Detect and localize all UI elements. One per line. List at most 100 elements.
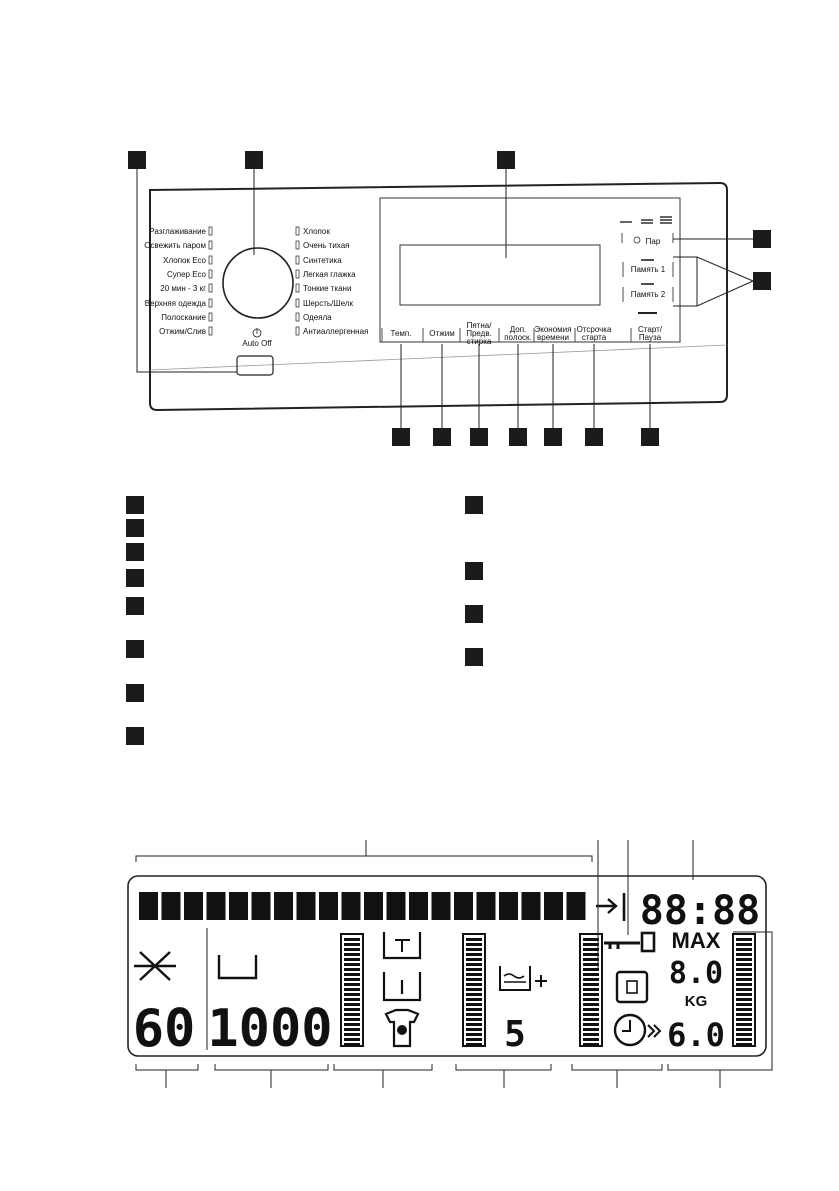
progress-segment [251,892,271,920]
program-label-left: 20 мин - 3 кг [160,284,206,293]
kg-label: KG [685,993,708,1010]
callout-box [544,428,562,446]
legend-box [126,684,144,702]
legend-box [465,648,483,666]
progress-segment [409,892,428,920]
program-led [295,326,300,336]
temperature-value: 60 [133,999,196,1059]
progress-segment [184,892,203,920]
program-knob[interactable] [222,247,294,319]
program-led [295,269,300,279]
prewash-icon [382,932,422,960]
callout-box-right-2 [753,272,771,290]
level-bars [340,933,756,1047]
memory2-button[interactable]: Память 2 [631,290,666,299]
program-label-right: Одеяла [303,313,332,322]
progress-segment [431,892,451,920]
display-outline [127,875,767,1057]
arrow-icon [596,898,618,914]
option-button[interactable]: Отжим [422,328,455,428]
auto-off-label: Auto Off [242,339,272,348]
callout-box-right-1 [753,230,771,248]
legend-box [126,597,144,615]
door-lock-icon [615,970,649,1004]
program-led [295,226,300,236]
option-button[interactable]: Старт/Пауза [630,325,663,428]
option-button[interactable]: Темп. [381,328,412,428]
bar-indicator [579,933,603,1047]
bar-indicator [462,933,486,1047]
max-label: MAX [672,928,721,953]
panel-divider-line [149,344,728,371]
option-button[interactable]: Пятна/Предв.стирка [459,321,493,428]
callout-box [470,428,488,446]
time-saver-icon [613,1013,647,1047]
extra-rinse-icon [499,966,531,991]
on-off-button[interactable] [236,355,274,376]
legend-box [465,496,483,514]
program-led [208,312,213,322]
progress-segment [319,892,338,920]
callout-box [641,428,659,446]
callout-box-2 [245,151,263,169]
progress-segment [566,892,586,920]
program-label-left: Супер Eco [167,270,207,279]
bar-indicator [340,933,364,1047]
program-label-right: Тонкие ткани [303,284,351,293]
program-led [208,269,213,279]
option-button[interactable]: Доп.полоск. [498,325,532,428]
button-label: Старт/ [638,325,663,334]
progress-segment [274,892,293,920]
legend-box [126,569,144,587]
progress-segment [296,892,316,920]
progress-segment [139,892,158,920]
wash-icon [382,972,422,1002]
program-led [295,298,300,308]
panel-outline [149,181,728,412]
legend-box [126,640,144,658]
program-label-right: Антиаллергенная [303,327,368,336]
memory1-button[interactable]: Память 1 [631,265,666,274]
legend-box [126,543,144,561]
program-led [295,255,300,265]
program-led [208,240,213,250]
stain-shirt-icon [384,1008,420,1048]
program-label-left: Полоскание [161,313,206,322]
program-led [208,298,213,308]
button-label: Пауза [639,333,662,342]
program-progress-bar [139,892,586,920]
progress-segment [476,892,496,920]
callout-box [585,428,603,446]
steam-button-label[interactable]: Пар [646,237,661,246]
progress-segment [521,892,541,920]
callout-box [433,428,451,446]
progress-segment [206,892,226,920]
program-label-right: Хлопок [303,227,330,236]
program-led [208,283,213,293]
program-label-left: Разглаживание [149,227,206,236]
progress-segment [499,892,518,920]
bar-indicator [732,933,756,1047]
program-led [208,255,213,265]
callout-box [509,428,527,446]
program-led [208,326,213,336]
button-label: Темп. [391,329,412,338]
bottom-brackets [135,1064,773,1088]
progress-segment [341,892,361,920]
program-led [208,226,213,236]
button-row: Темп. ОтжимПятна/Предв.стиркаДоп.полоск.Э… [381,321,663,428]
button-label: Пятна/ [467,321,493,330]
button-label: времени [537,333,569,342]
button-label: Отсрочка [577,325,612,334]
legend-box [465,562,483,580]
progress-segment [229,892,248,920]
program-label-right: Шерсть/Шелк [303,299,353,308]
progress-segment [454,892,473,920]
program-led [295,283,300,293]
child-lock-icon [640,931,656,953]
